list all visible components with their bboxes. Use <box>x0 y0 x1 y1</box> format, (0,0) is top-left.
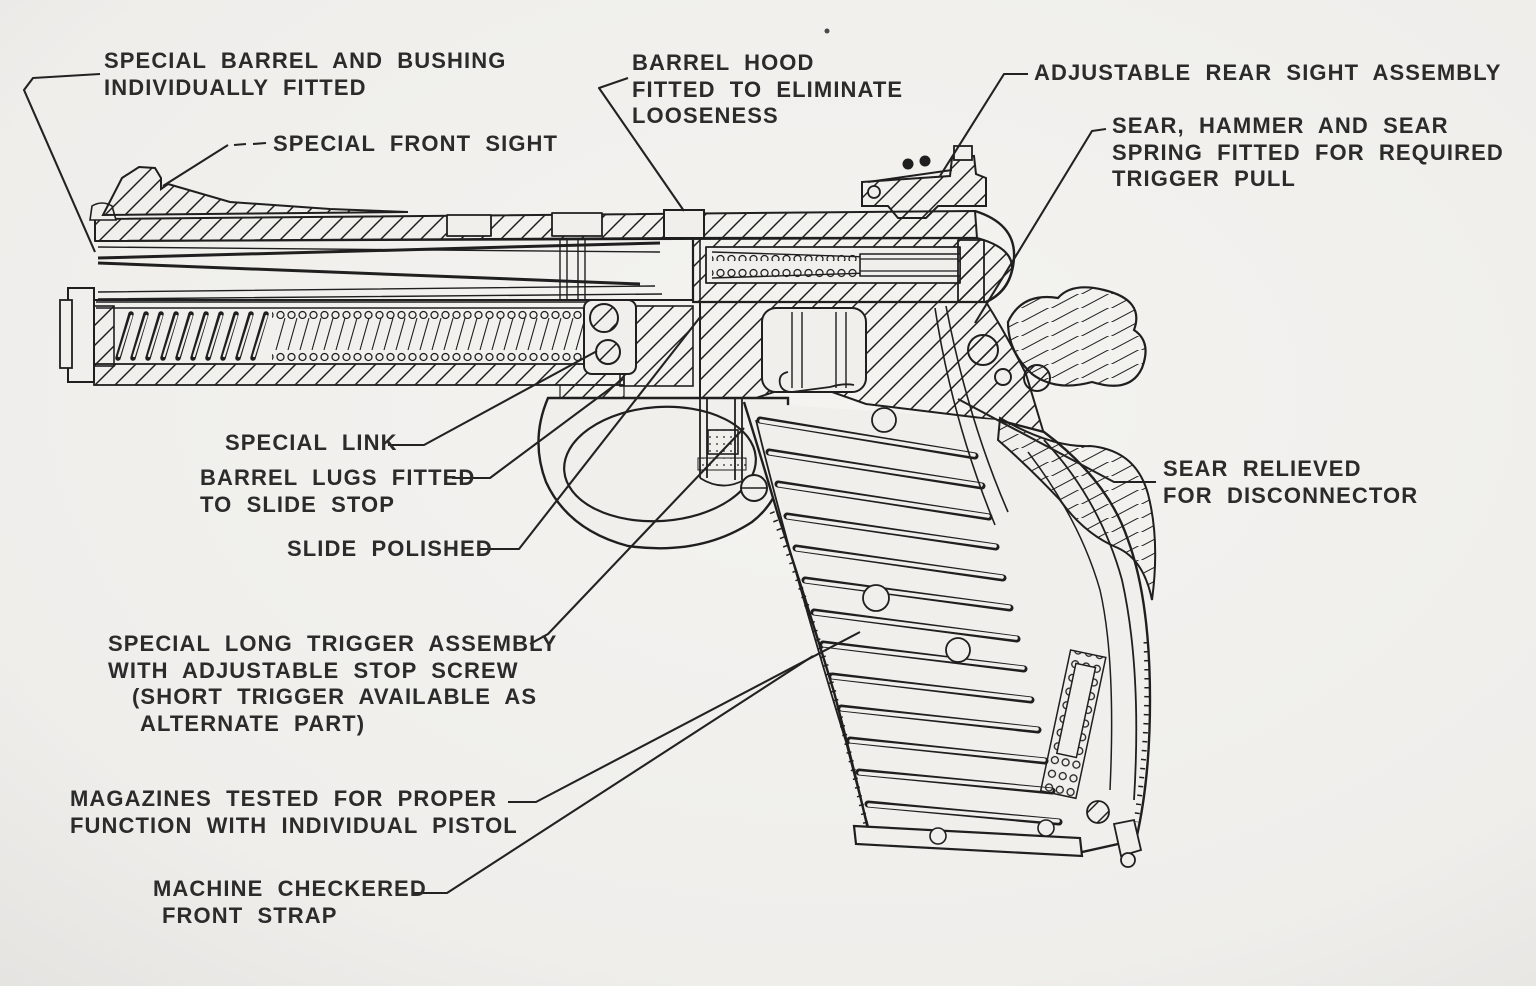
label-magazines: MAGAZINES TESTED FOR PROPER FUNCTION WIT… <box>70 786 518 839</box>
label-line: SPECIAL LINK <box>225 430 398 455</box>
firing-pin-stop <box>957 239 985 303</box>
leader-barrel-lugs <box>452 378 624 480</box>
label-line: TO SLIDE STOP <box>200 491 395 517</box>
leader-special-link <box>388 350 598 447</box>
lanyard-loop-pin <box>1112 818 1143 858</box>
slide-stop-pin <box>589 303 619 333</box>
leader-lines <box>22 72 1156 895</box>
label-line: SPECIAL LONG TRIGGER ASSEMBLY <box>108 631 558 656</box>
rear-sight-part <box>861 145 987 219</box>
label-line: SPRING FITTED FOR REQUIRED <box>1112 139 1504 165</box>
label-barrel-bushing: SPECIAL BARREL AND BUSHING INDIVIDUALLY … <box>104 48 506 101</box>
label-special-link: SPECIAL LINK <box>225 430 398 457</box>
firing-pin-spring <box>712 267 860 279</box>
label-rear-sight: ADJUSTABLE REAR SIGHT ASSEMBLY <box>1034 60 1502 87</box>
label-line: SEAR, HAMMER AND SEAR <box>1112 113 1449 138</box>
leader-rear-sight <box>939 72 1028 177</box>
sight-adjust-screw <box>919 155 931 167</box>
label-line: BARREL HOOD <box>632 50 815 75</box>
label-line: FITTED TO ELIMINATE <box>632 76 904 102</box>
barrel-group <box>59 202 705 383</box>
leader-barrel-hood <box>597 77 685 212</box>
label-front-sight: SPECIAL FRONT SIGHT <box>273 131 558 158</box>
label-line: MACHINE CHECKERED <box>153 876 427 901</box>
barrel-hood-part <box>663 209 705 239</box>
label-line: LOOSENESS <box>632 103 779 128</box>
leader-sear-hammer <box>974 127 1107 324</box>
label-line: SPECIAL BARREL AND BUSHING <box>104 48 507 73</box>
label-line: SLIDE POLISHED <box>287 536 493 561</box>
label-line: ADJUSTABLE REAR SIGHT ASSEMBLY <box>1034 60 1502 85</box>
label-line: MAGAZINES TESTED FOR PROPER <box>70 786 498 811</box>
label-line: ALTERNATE PART) <box>140 710 366 736</box>
magazine-rods <box>756 416 1063 826</box>
firing-pin-spring <box>712 250 860 261</box>
sight-adjust-screw <box>902 158 914 170</box>
label-line: INDIVIDUALLY FITTED <box>104 74 367 100</box>
label-line: FRONT STRAP <box>162 902 338 928</box>
label-slide-polished: SLIDE POLISHED <box>287 536 493 563</box>
label-barrel-hood: BARREL HOOD FITTED TO ELIMINATE LOOSENES… <box>632 50 903 130</box>
label-line: (SHORT TRIGGER AVAILABLE AS <box>132 684 538 709</box>
barrel-link-pin <box>595 339 621 365</box>
slide-group <box>94 209 1016 304</box>
front-strap-inner <box>755 419 869 827</box>
locking-lug-notch <box>551 212 603 237</box>
label-trigger-assembly: SPECIAL LONG TRIGGER ASSEMBLY WITH ADJUS… <box>108 631 557 737</box>
locking-lug-notch <box>446 214 492 237</box>
sear-spring-wire <box>778 371 855 393</box>
label-line: FUNCTION WITH INDIVIDUAL PISTOL <box>70 812 518 838</box>
slide-bottom-rail <box>93 363 625 386</box>
spring-plug <box>93 305 115 367</box>
hammer-group <box>934 286 1157 601</box>
grip-hole <box>871 407 897 433</box>
grip-hole <box>862 584 890 612</box>
safety-lock-pin <box>1023 364 1051 392</box>
mainspring-cap-screw <box>1086 800 1110 824</box>
front-strap-checkering <box>769 511 871 835</box>
leader-slide-polished <box>480 315 702 551</box>
label-sear-hammer: SEAR, HAMMER AND SEAR SPRING FITTED FOR … <box>1112 113 1504 193</box>
frame-group <box>559 299 1046 436</box>
grip-group <box>742 401 1152 868</box>
label-sear-relieved: SEAR RELIEVED FOR DISCONNECTOR <box>1163 456 1418 509</box>
label-line: SPECIAL FRONT SIGHT <box>273 131 559 156</box>
mainspring <box>1039 649 1107 800</box>
label-line: FOR DISCONNECTOR <box>1163 482 1419 508</box>
firing-pin <box>859 253 961 277</box>
label-line: SEAR RELIEVED <box>1163 456 1362 481</box>
label-line: TRIGGER PULL <box>1112 166 1296 191</box>
leader-sear-relieved <box>957 398 1156 484</box>
leader-front-strap <box>412 655 814 895</box>
print-speck <box>824 28 830 34</box>
magazine-floor-plate <box>852 824 1084 858</box>
leader-front-sight <box>162 141 267 187</box>
magazine-well-top <box>761 307 867 393</box>
grip-safety <box>996 416 1157 601</box>
barrel-locking-lugs <box>559 238 586 300</box>
front-sight-part <box>101 165 409 217</box>
label-line: BARREL LUGS FITTED <box>200 465 476 490</box>
grip-hole <box>945 637 971 663</box>
leader-magazines <box>508 631 861 804</box>
sear-pin <box>994 368 1012 386</box>
leader-barrel-bushing <box>22 72 101 253</box>
hammer-pin <box>967 334 999 366</box>
label-barrel-lugs: BARREL LUGS FITTED TO SLIDE STOP <box>200 465 475 518</box>
label-front-strap: MACHINE CHECKERED FRONT STRAP <box>153 876 427 929</box>
leader-trigger-assembly <box>529 427 745 645</box>
label-line: WITH ADJUSTABLE STOP SCREW <box>108 657 519 683</box>
hammer-strut <box>934 305 1009 526</box>
